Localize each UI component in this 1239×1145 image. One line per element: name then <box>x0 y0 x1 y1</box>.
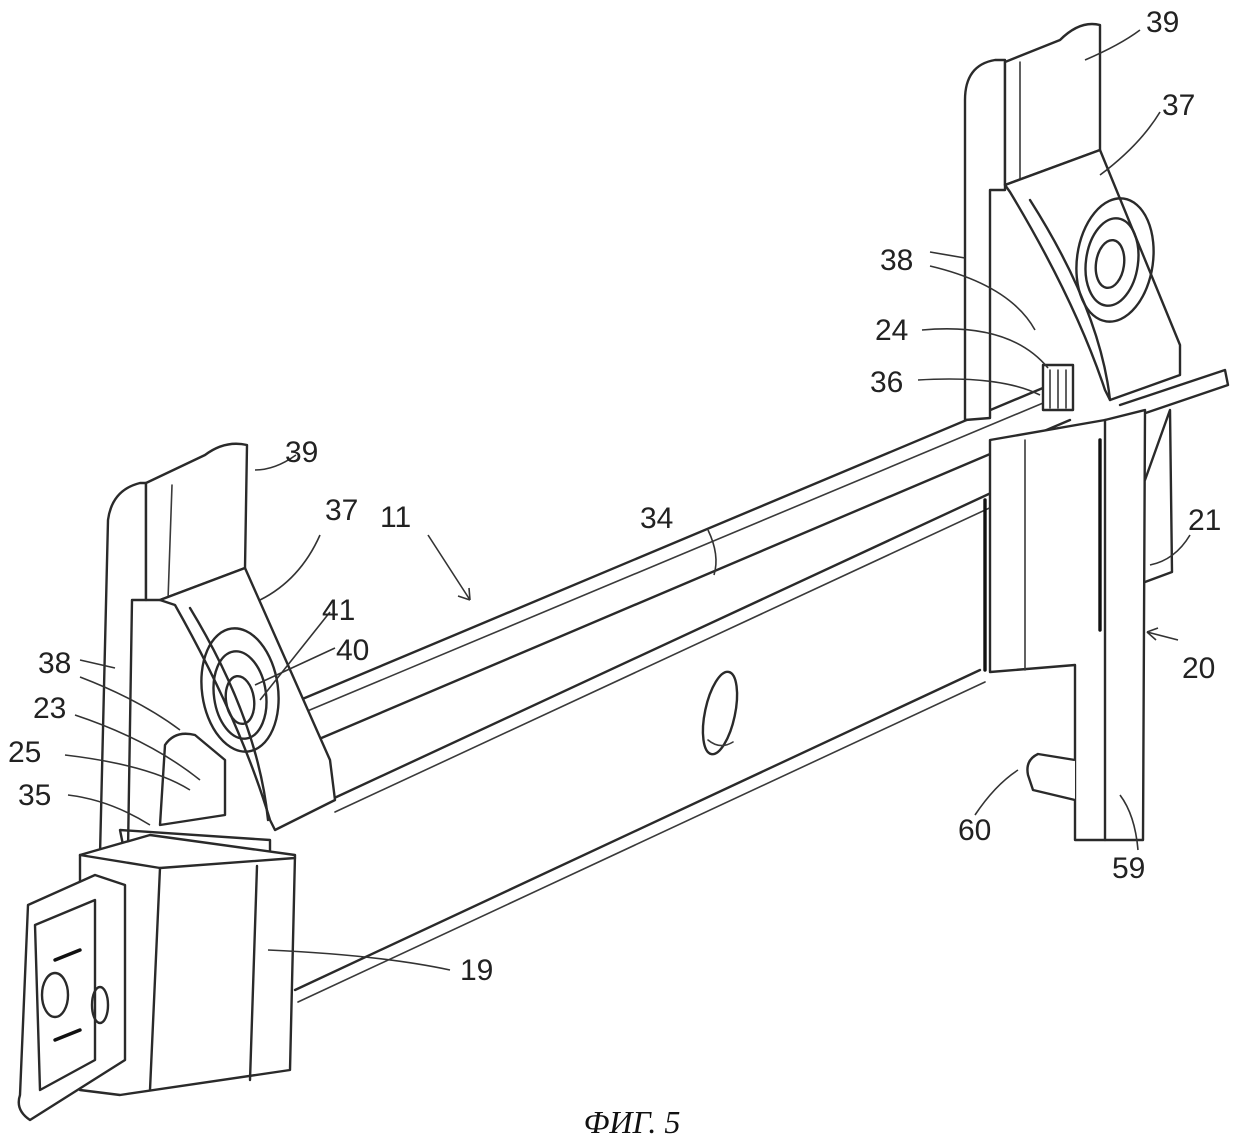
connector-19 <box>17 833 297 1122</box>
label-38-left: 38 <box>38 647 71 680</box>
right-bracket <box>963 22 1182 842</box>
label-36: 36 <box>870 366 903 399</box>
label-11: 11 <box>380 501 411 534</box>
label-59: 59 <box>1112 852 1145 885</box>
label-38-right: 38 <box>880 244 913 277</box>
label-20: 20 <box>1182 652 1215 685</box>
label-35: 35 <box>18 779 51 812</box>
label-37-left: 37 <box>325 494 358 527</box>
reference-labels: 39 37 38 24 36 21 20 60 59 34 11 39 37 4… <box>8 6 1221 987</box>
label-39-right: 39 <box>1146 6 1179 39</box>
label-41: 41 <box>322 594 355 627</box>
label-39-left: 39 <box>285 436 318 469</box>
label-34: 34 <box>640 502 673 535</box>
figure-caption: ФИГ. 5 <box>584 1104 681 1140</box>
label-25: 25 <box>8 736 41 769</box>
label-21: 21 <box>1188 504 1221 537</box>
left-bracket <box>98 442 337 860</box>
label-24: 24 <box>875 314 908 347</box>
leader-lines <box>64 29 1191 971</box>
label-60: 60 <box>958 814 991 847</box>
label-23: 23 <box>33 692 66 725</box>
label-40: 40 <box>336 634 369 667</box>
beam-34 <box>293 368 1230 1003</box>
label-37-right: 37 <box>1162 89 1195 122</box>
label-19: 19 <box>460 954 493 987</box>
